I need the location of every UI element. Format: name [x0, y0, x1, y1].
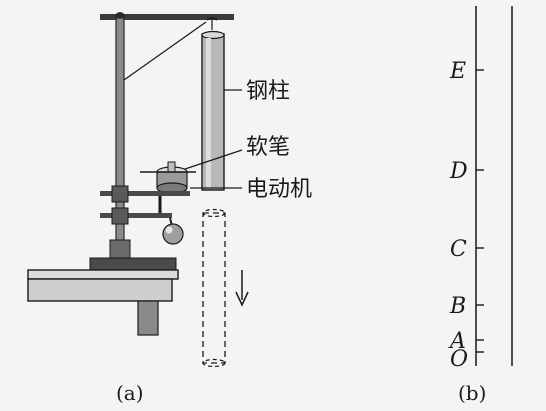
- table-top: [27, 269, 179, 280]
- marked-tape-diagram: OAB C D E (b): [448, 6, 513, 405]
- tape-label-b: B: [449, 294, 466, 319]
- clamp-block-lower: [111, 207, 129, 225]
- leader-soft-pen: [175, 149, 243, 173]
- counterweight-ball: [162, 223, 184, 245]
- clamp-block-upper: [111, 185, 129, 203]
- label-motor: 电动机: [246, 177, 312, 202]
- base-weight: [89, 257, 177, 271]
- falling-column-dashed: [202, 208, 226, 368]
- steel-column-highlight: [206, 38, 211, 188]
- stand-foot: [109, 239, 131, 261]
- tape-label-a: A: [448, 329, 466, 354]
- clamp-screw: [137, 300, 159, 336]
- caption-b: (b): [458, 381, 486, 405]
- apparatus-diagram: 钢柱 软笔 电动机 (a): [27, 12, 312, 405]
- tape-label-e: E: [449, 59, 466, 84]
- tape-label-d: D: [449, 159, 468, 184]
- down-arrow-icon: [235, 270, 249, 307]
- clamp-arm-upper: [100, 191, 190, 196]
- hook: [206, 17, 218, 21]
- top-bar: [100, 14, 234, 20]
- steel-column: [201, 33, 225, 191]
- table-edge: [27, 278, 173, 302]
- clamp-arm-lower: [100, 213, 172, 218]
- label-soft-pen: 软笔: [246, 135, 290, 160]
- tape-marks: OAB C D E: [448, 59, 484, 372]
- tape-label-o: O: [450, 347, 468, 372]
- steel-column-top: [201, 30, 225, 40]
- caption-a: (a): [116, 381, 144, 405]
- label-steel-column: 钢柱: [246, 79, 290, 104]
- tape-label-c: C: [450, 237, 467, 262]
- diagonal-string: [123, 21, 207, 81]
- motor: [140, 161, 196, 194]
